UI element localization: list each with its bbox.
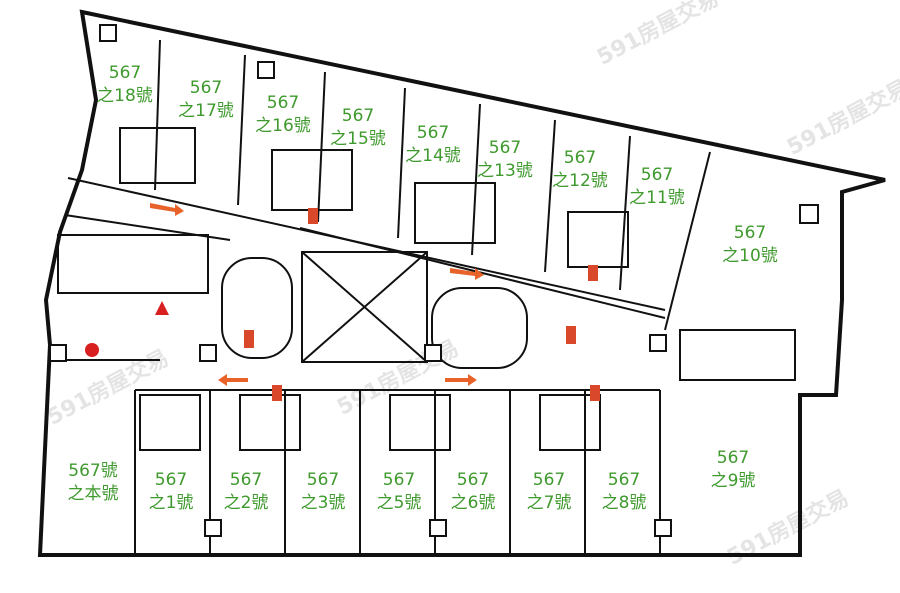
unit-suffix: 之6號: [450, 493, 496, 513]
unit-number: 567: [532, 470, 566, 490]
unit-label-10: 567 之10號: [722, 222, 778, 268]
exit-sign-icon: [588, 265, 598, 281]
unit-number: 567: [382, 470, 416, 490]
unit-suffix: 之12號: [552, 171, 608, 191]
unit-number: 567: [306, 470, 340, 490]
unit-number: 567: [563, 148, 597, 168]
exit-sign-icon: [590, 385, 600, 401]
unit-label-18: 567 之18號: [97, 62, 153, 108]
fire-alarm-icon: [85, 343, 99, 357]
exit-sign-icon: [244, 330, 254, 348]
unit-label-main: 567號之本號: [68, 460, 119, 506]
arrow-left-icon: [218, 374, 248, 386]
unit-label-14: 567 之14號: [405, 122, 461, 168]
unit-label-12: 567 之12號: [552, 147, 608, 193]
interior-walls: [50, 39, 796, 555]
unit-number: 567: [229, 470, 263, 490]
unit-number: 567: [416, 123, 450, 143]
unit-suffix: 之2號: [223, 493, 269, 513]
unit-suffix: 之8號: [601, 493, 647, 513]
unit-suffix: 之16號: [255, 116, 311, 136]
unit-number: 567: [341, 106, 375, 126]
unit-suffix: 之14號: [405, 146, 461, 166]
unit-number: 567: [456, 470, 490, 490]
unit-suffix: 之13號: [477, 161, 533, 181]
atrium-void: [301, 251, 428, 363]
unit-suffix: 之5號: [376, 493, 422, 513]
unit-number: 567: [733, 223, 767, 243]
unit-number: 567: [189, 78, 223, 98]
unit-number: 567號: [68, 461, 118, 481]
unit-suffix: 之17號: [178, 101, 234, 121]
unit-label-16: 567 之16號: [255, 92, 311, 138]
triangle-marker-icon: [155, 301, 169, 315]
exterior-walls: [37, 9, 886, 557]
exit-sign-icon: [272, 385, 282, 401]
unit-number: 567: [154, 470, 188, 490]
unit-suffix: 之1號: [148, 493, 194, 513]
unit-suffix: 之3號: [300, 493, 346, 513]
unit-suffix: 之11號: [629, 188, 685, 208]
exit-sign-icon: [308, 208, 318, 224]
exit-sign-icon: [566, 326, 576, 344]
unit-suffix: 之7號: [526, 493, 572, 513]
unit-label-11: 567 之11號: [629, 164, 685, 210]
unit-number: 567: [266, 93, 300, 113]
unit-number: 567: [488, 138, 522, 158]
unit-label-17: 567 之17號: [178, 77, 234, 123]
unit-suffix: 之15號: [330, 129, 386, 149]
columns: [49, 24, 819, 537]
stairwell-left: [221, 257, 293, 359]
arrow-right-icon: [150, 203, 184, 216]
exit-signs: [244, 208, 600, 401]
direction-arrows: [150, 203, 484, 386]
unit-number: 567: [108, 63, 142, 83]
unit-number: 567: [607, 470, 641, 490]
unit-number: 567: [640, 165, 674, 185]
arrow-right-icon: [445, 374, 477, 386]
unit-suffix: 之9號: [710, 471, 756, 491]
stairwell-right: [431, 287, 528, 369]
unit-label-15: 567 之15號: [330, 105, 386, 151]
unit-label-13: 567 之13號: [477, 137, 533, 183]
unit-suffix: 之18號: [97, 86, 153, 106]
unit-number: 567: [716, 448, 750, 468]
unit-suffix: 之10號: [722, 246, 778, 266]
arrow-right-icon: [450, 268, 484, 280]
unit-suffix: 之本號: [67, 484, 119, 504]
